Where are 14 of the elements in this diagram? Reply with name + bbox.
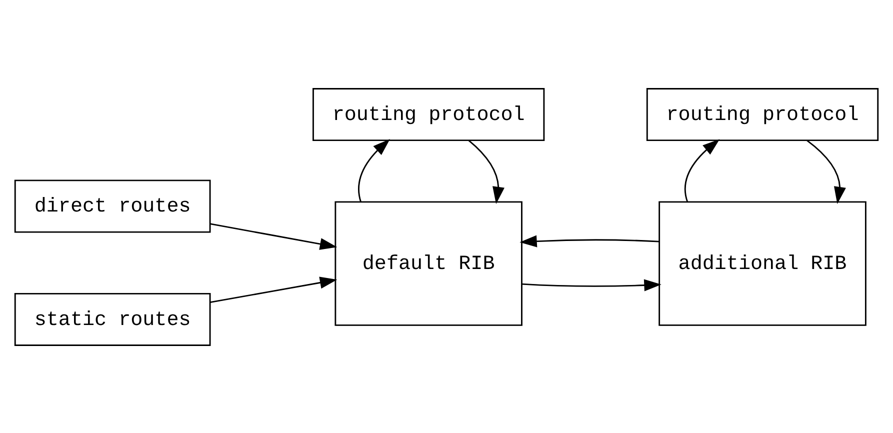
arrow (684, 138, 720, 202)
arrow (520, 234, 660, 247)
arrow (210, 222, 338, 250)
arrow (468, 139, 504, 204)
node-box: direct routes (14, 179, 211, 232)
arrow (522, 278, 662, 291)
node-box: routing protocol (646, 88, 879, 141)
arrow (358, 138, 390, 202)
arrow (210, 276, 338, 303)
node-box: static routes (14, 292, 211, 346)
node-box: routing protocol (312, 88, 545, 141)
arrow (806, 139, 846, 204)
node-box: additional RIB (658, 200, 866, 326)
node-box: default RIB (334, 200, 522, 326)
